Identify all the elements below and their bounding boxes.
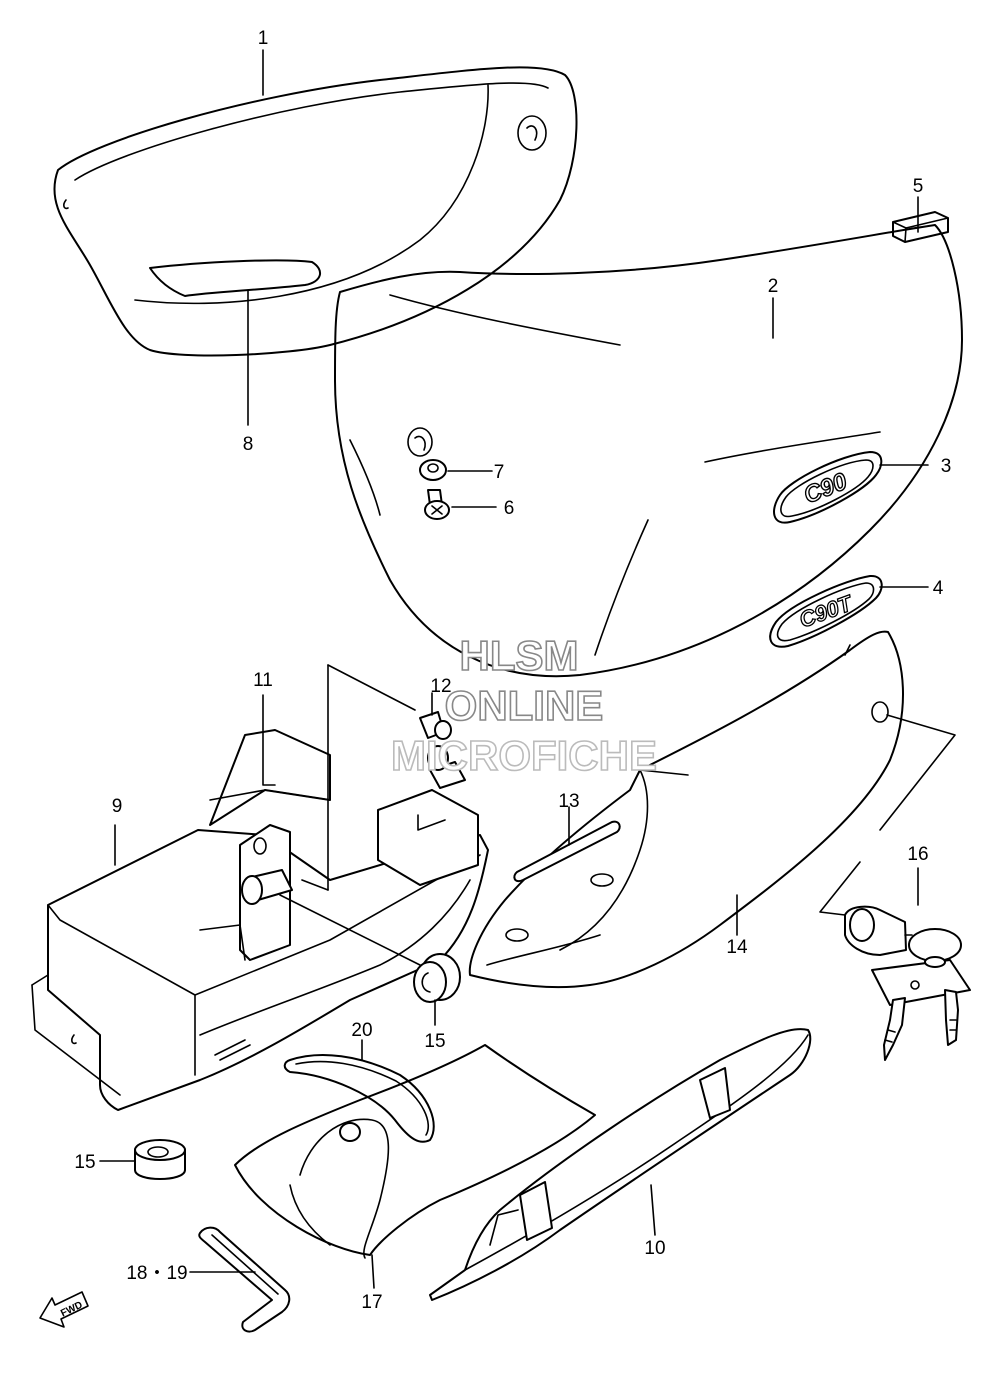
fwd-arrow-icon: FWD: [39, 1291, 89, 1328]
callout-13: 13: [558, 791, 579, 812]
callout-8: 8: [243, 434, 254, 455]
part-17-tool-bag: [234, 1044, 596, 1259]
part-18-19-wrench: [198, 1226, 291, 1333]
callout-3: 3: [941, 456, 952, 477]
watermark: HLSM ONLINE MICROFICHE: [390, 631, 658, 780]
callout-15-left: 15: [74, 1152, 95, 1173]
callout-9: 9: [112, 796, 123, 817]
leader-lines: [99, 49, 956, 1289]
part-9-battery-case: [31, 829, 489, 1111]
part-8-cushion: [149, 259, 321, 297]
part-6-screw: [424, 489, 450, 520]
part-16-lock-set: [844, 905, 971, 1061]
callout-6: 6: [504, 498, 515, 519]
part-10-lower-cover: [429, 1028, 812, 1301]
callout-20: 20: [351, 1020, 372, 1041]
callout-labels: 1 5 2 3 4 7 6 8 11 12 9 13 14 16 15 15 2…: [74, 28, 951, 1313]
part-12-bolt: [419, 711, 452, 740]
bracket-pin: [241, 745, 466, 905]
callout-10: 10: [644, 1238, 665, 1259]
callout-14: 14: [726, 937, 748, 958]
watermark-line-3: MICROFICHE: [391, 732, 657, 779]
part-4-emblem: C90T: [769, 574, 883, 648]
watermark-line-1: HLSM: [460, 632, 579, 679]
callout-16: 16: [907, 844, 928, 865]
part-1-frame-cover: [53, 66, 578, 357]
callout-18-19: 18・19: [126, 1263, 187, 1284]
callout-15-center: 15: [424, 1031, 445, 1052]
part-2-frame-cover: [334, 224, 963, 678]
part-14-lower-cover: [468, 630, 904, 989]
callout-11: 11: [253, 670, 273, 691]
part-7-washer: [419, 459, 447, 481]
callout-1: 1: [258, 28, 269, 49]
part-3-emblem: C90: [773, 451, 883, 524]
callout-12: 12: [430, 676, 451, 697]
callout-5: 5: [913, 176, 924, 197]
part-13-strip: [513, 820, 621, 882]
part-20-strap: [283, 1054, 435, 1143]
part-15-grommet: [413, 953, 461, 1003]
callout-17: 17: [361, 1292, 382, 1313]
callout-7: 7: [494, 462, 505, 483]
callout-2: 2: [768, 276, 779, 297]
callout-4: 4: [933, 578, 944, 599]
watermark-line-2: ONLINE: [445, 682, 604, 729]
part-15-grommet-left: [134, 1139, 186, 1180]
